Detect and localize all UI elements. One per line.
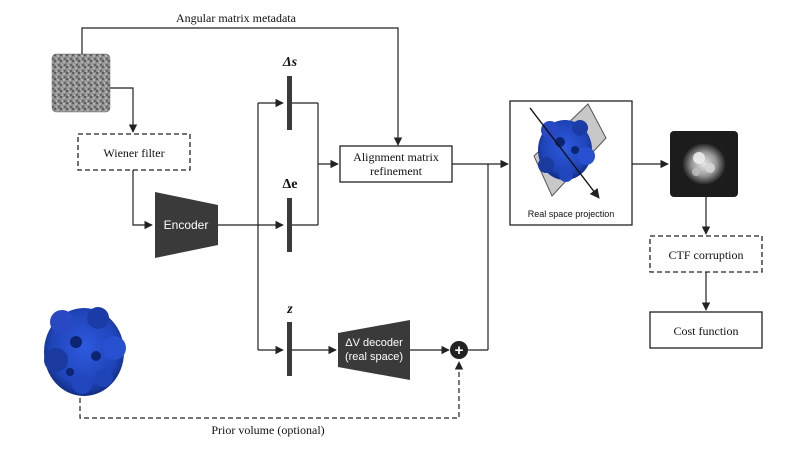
metadata-connector: [81, 27, 403, 146]
delta-e-label: Δe: [283, 177, 298, 192]
cost-function-label: Cost function: [674, 324, 739, 338]
latent-to-alignment-connector: [292, 102, 339, 226]
wiener-filter-label: Wiener filter: [103, 146, 164, 160]
prior-volume-connector: [79, 361, 464, 419]
cost-function-box: Cost function: [649, 311, 763, 349]
delta-e-bar: [287, 198, 292, 252]
micrograph-image: [51, 53, 111, 113]
plus-to-projection-connector: [452, 159, 509, 351]
decoder-label-line2: (real space): [345, 351, 403, 363]
z-label: z: [286, 302, 293, 317]
plus-symbol: +: [455, 342, 464, 359]
z-bar: [287, 322, 292, 376]
decoder-block: ΔV decoder (real space): [338, 320, 410, 380]
delta-s-bar: [287, 76, 292, 130]
wiener-filter-box: Wiener filter: [77, 133, 191, 171]
ctf-corruption-label: CTF corruption: [669, 248, 744, 262]
encoder-label: Encoder: [164, 218, 209, 232]
alignment-label-line2: refinement: [370, 164, 423, 178]
prior-volume-label: Prior volume (optional): [211, 423, 324, 437]
wiener-to-encoder-arrow: [132, 170, 153, 230]
encoder-block: Encoder: [155, 192, 218, 258]
prior-volume: [44, 307, 126, 396]
alignment-label-line1: Alignment matrix: [353, 150, 439, 164]
metadata-label: Angular matrix metadata: [176, 11, 297, 25]
projection-box: Real space projection: [509, 100, 633, 226]
decoder-label-line1: ΔV decoder: [345, 337, 403, 349]
projection-axis-arrow: [529, 107, 600, 199]
ctf-corruption-box: CTF corruption: [649, 235, 763, 273]
delta-s-label: Δs: [282, 55, 298, 70]
micrograph-to-wiener-arrow: [110, 87, 138, 133]
plus-node-icon: +: [450, 341, 468, 359]
alignment-box: Alignment matrix refinement: [339, 145, 453, 183]
projected-2d-image: [670, 131, 738, 197]
projection-label: Real space projection: [528, 209, 615, 219]
encoder-branches: [218, 98, 284, 355]
